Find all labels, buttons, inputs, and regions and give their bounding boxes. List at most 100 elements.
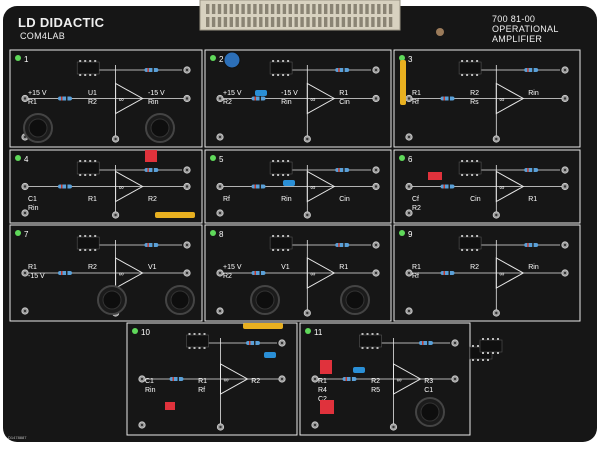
ic-pin [487, 352, 489, 354]
panel-frame [204, 149, 392, 224]
resistor [440, 96, 455, 101]
connector-pin [253, 17, 257, 27]
ic-pin [203, 347, 206, 349]
ic-pin [376, 347, 379, 349]
component-label: Rin [528, 90, 539, 97]
panel-frame [299, 322, 471, 436]
test-socket-hole [185, 68, 189, 72]
ic-pin [188, 333, 191, 335]
test-socket-hole [218, 185, 222, 188]
connector-pin [253, 4, 257, 14]
connector-pin [276, 17, 281, 27]
ic-pin [466, 235, 469, 237]
panel-led [399, 55, 405, 61]
panel-led [15, 155, 21, 161]
component-label: R1 [28, 264, 37, 271]
ic-pin [482, 352, 484, 354]
connector-pin [388, 4, 393, 14]
component-label: R1 [88, 196, 97, 203]
capacitor-red [320, 360, 332, 374]
ic-pin [287, 235, 290, 237]
panel-led [210, 230, 216, 236]
opamp-symbol [220, 363, 249, 395]
component-label: +15 V [223, 90, 242, 97]
ic-pin [79, 74, 82, 76]
test-socket-hole [374, 97, 378, 100]
connector-pin [335, 4, 340, 14]
ic-pin [272, 74, 275, 76]
ic-chip [458, 236, 482, 250]
panel-number: 7 [24, 230, 29, 239]
ic-pin [272, 235, 275, 237]
ic-pin [361, 333, 364, 335]
ic-pin [461, 235, 464, 237]
test-socket-hole [23, 211, 27, 215]
test-socket-hole [185, 185, 189, 188]
test-socket-hole [306, 137, 309, 141]
opamp-infinity: ∞ [310, 185, 315, 192]
test-socket-hole [140, 423, 144, 427]
ic-pin [94, 160, 97, 162]
resistor [419, 341, 433, 345]
resistor [342, 377, 357, 381]
resistor-band [152, 168, 154, 172]
ic-chip [359, 334, 382, 348]
test-socket-hole [313, 423, 317, 427]
ic-pin [492, 352, 494, 354]
panel-led [15, 55, 21, 61]
component-label: V1 [281, 264, 290, 271]
resistor-band [350, 377, 352, 381]
ic-pin [94, 174, 97, 176]
component-label: Rin [148, 99, 159, 106]
component-label: R2 [223, 273, 232, 280]
board-outline [3, 6, 597, 442]
ic-pin [287, 160, 290, 162]
ic-pin [476, 174, 479, 176]
ic-pin [482, 338, 484, 340]
resistor-band [147, 168, 149, 172]
ic-chip [479, 339, 503, 353]
resistor-band [427, 341, 429, 345]
panel-led [15, 230, 21, 236]
opamp-symbol [393, 363, 422, 395]
component-label: Cf [412, 196, 419, 203]
ic-pin [471, 249, 474, 251]
ic-pin [89, 160, 92, 162]
resistor [251, 96, 266, 101]
resistor [251, 184, 266, 189]
ic-pin [198, 347, 201, 349]
model-line-2: AMPLIFIER [492, 34, 543, 44]
ic-pin [287, 60, 290, 62]
potentiometer-knob-center [150, 118, 170, 138]
resistor [58, 184, 72, 189]
resistor [440, 271, 455, 275]
capacitor-red [165, 402, 175, 410]
component-label: Cin [339, 99, 350, 106]
ic-pin [84, 174, 87, 176]
ic-pin [472, 359, 474, 361]
component-label: Rin [528, 264, 539, 271]
component-label: U1 [88, 90, 97, 97]
ic-pin [193, 347, 196, 349]
resistor-band [172, 377, 174, 381]
connector-pin [300, 17, 304, 27]
opamp-infinity: ∞ [224, 377, 229, 384]
test-socket-hole [280, 341, 284, 345]
test-socket-hole [218, 135, 222, 139]
connector-pin [324, 17, 328, 27]
connector-pin [247, 4, 251, 14]
component-label: V1 [148, 264, 157, 271]
ic-chip [458, 61, 482, 75]
ic-pin [477, 359, 479, 361]
resistor [169, 377, 184, 381]
component-label: R2 [470, 264, 479, 271]
test-socket-hole [563, 243, 567, 247]
ic-pin [461, 174, 464, 176]
ic-pin [361, 347, 364, 349]
ic-chip [458, 161, 482, 175]
brand-subtitle: COM4LAB [20, 31, 66, 41]
ic-pin [471, 60, 474, 62]
test-socket-hole [374, 185, 378, 188]
ic-pin [84, 160, 87, 162]
